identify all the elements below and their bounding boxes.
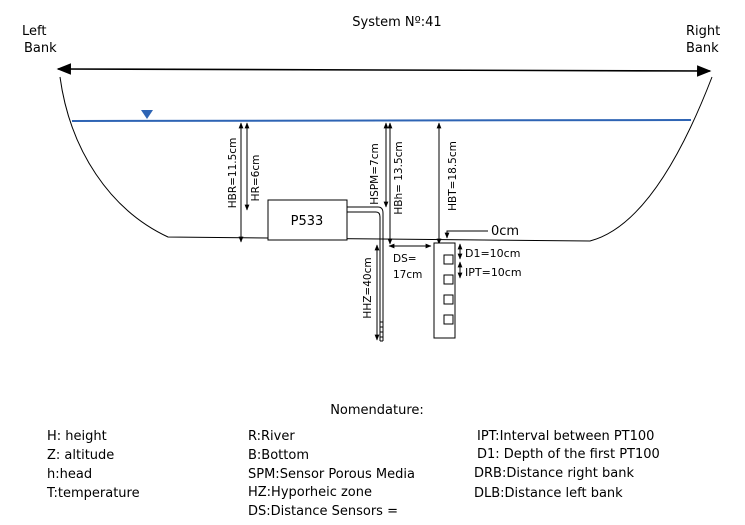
hhz-label: HHZ=40cm <box>362 257 374 318</box>
left-bank-label-line1: Left <box>22 24 46 39</box>
pt100-sensors <box>443 254 454 325</box>
temperature-sensor-rod <box>433 242 456 339</box>
water-level-marker-icon <box>141 110 153 119</box>
logger-cable-inner <box>347 211 381 341</box>
ds-label-line1: DS= <box>393 253 417 265</box>
bank-width-arrow <box>56 63 712 77</box>
ds-label-line2: 17cm <box>393 269 422 281</box>
river-channel-profile <box>59 76 713 242</box>
nomenclature-item: h:head <box>47 467 92 482</box>
p533-logger-box <box>267 199 348 241</box>
right-bank-label-line1: Right <box>686 24 720 39</box>
probe-tip <box>380 321 383 342</box>
nomenclature-col3: IPT:Interval between PT100 D1: Depth of … <box>474 429 660 501</box>
hspm-label: HSPM=7cm <box>369 143 381 204</box>
nomenclature-item: SPM:Sensor Porous Media <box>248 467 415 482</box>
pt100-sensor <box>443 294 454 305</box>
nomenclature-item: DRB:Distance right bank <box>474 466 634 481</box>
diagram-title: System Nº:41 <box>352 15 441 30</box>
nomenclature-item: H: height <box>47 429 107 444</box>
nomenclature-item: T:temperature <box>46 486 140 501</box>
nomenclature-item: R:River <box>248 429 295 444</box>
right-bank-label-line2: Bank <box>686 41 719 56</box>
d1-label: D1=10cm <box>465 247 520 260</box>
nomenclature-item: D1: Depth of the first PT100 <box>477 447 660 462</box>
hbh-label: HBh= 13.5cm <box>393 141 405 214</box>
nomenclature-item: IPT:Interval between PT100 <box>477 429 654 444</box>
ipt-label: IPT=10cm <box>465 266 522 279</box>
logger-cable <box>347 206 384 341</box>
zero-reference-arrow <box>444 230 488 239</box>
left-bank-label-line2: Bank <box>24 41 57 56</box>
nomenclature-heading: Nomendature: <box>330 403 424 418</box>
water-surface-line <box>71 119 692 122</box>
nomenclature-item: DLB:Distance left bank <box>474 486 623 501</box>
nomenclature-col2: R:River B:Bottom SPM:Sensor Porous Media… <box>248 429 415 519</box>
p533-logger-label: P533 <box>291 214 324 229</box>
pt100-sensor <box>443 254 454 265</box>
zero-reference-label: 0cm <box>491 224 519 239</box>
nomenclature-item: B:Bottom <box>248 448 309 463</box>
nomenclature-col1: H: height Z: altitude h:head T:temperatu… <box>46 429 140 501</box>
nomenclature-item: DS:Distance Sensors = <box>248 504 398 519</box>
nomenclature-item: Z: altitude <box>47 448 114 463</box>
pt100-sensor <box>443 274 454 285</box>
hbr-label: HBR=11.5cm <box>227 138 239 209</box>
nomenclature-item: HZ:Hyporheic zone <box>248 485 372 500</box>
pt100-sensor <box>443 314 454 325</box>
hbt-label: HBT=18.5cm <box>447 141 459 211</box>
hr-label: HR=6cm <box>250 155 262 202</box>
